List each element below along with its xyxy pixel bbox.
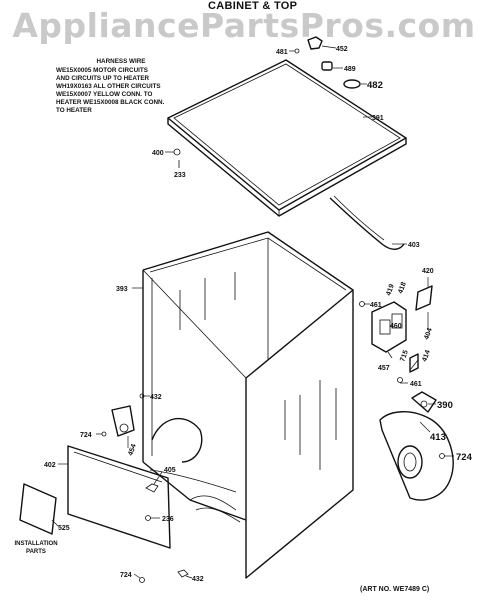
leader-lines — [51, 45, 454, 579]
callout-419: 419 — [385, 283, 396, 296]
callout-489: 489 — [344, 66, 356, 73]
door-switch — [111, 405, 135, 437]
callout-432-bottom: 432 — [192, 576, 204, 583]
harness-line: WE15X0005 MOTOR CIRCUITS — [56, 67, 148, 74]
callout-400: 400 — [152, 150, 164, 157]
brackets — [359, 285, 433, 383]
callout-460: 460 — [390, 323, 402, 330]
callout-420: 420 — [422, 268, 434, 275]
callout-525: 525 — [58, 525, 70, 532]
callout-454: 454 — [127, 443, 138, 456]
harness-line: WE15X0007 YELLOW CONN. TO — [56, 91, 153, 98]
callout-715: 715 — [399, 349, 410, 362]
terminal-block — [371, 301, 407, 353]
cabinet — [142, 231, 354, 579]
watermark: AppliancePartsPros.com — [12, 6, 476, 45]
harness-wire-note: HARNESS WIRE WE15X0005 MOTOR CIRCUITS AN… — [56, 58, 206, 115]
callout-724-right: 724 — [456, 452, 473, 463]
callout-482: 482 — [367, 80, 383, 91]
top-hardware — [173, 36, 361, 168]
callout-414: 414 — [421, 349, 432, 362]
callout-724-bottom: 724 — [120, 572, 132, 579]
callout-393: 393 — [116, 286, 128, 293]
callout-413: 413 — [430, 432, 446, 443]
idler-pulley — [411, 391, 437, 413]
top-panel — [167, 59, 407, 217]
callout-432-upper: 432 — [150, 394, 162, 401]
callout-404: 404 — [423, 327, 434, 340]
callout-461-lower: 461 — [410, 381, 422, 388]
small-hardware — [101, 393, 189, 583]
callout-461-upper: 461 — [370, 302, 382, 309]
front-panel-rear — [379, 411, 454, 501]
diagram-title: CABINET & TOP — [208, 0, 298, 12]
callout-391: 391 — [372, 115, 384, 122]
side-trim-strip — [329, 195, 405, 250]
installation-kit-bag — [19, 483, 57, 535]
callout-390: 390 — [437, 400, 453, 411]
harness-line: AND CIRCUITS UP TO HEATER — [56, 75, 150, 82]
callout-724-left: 724 — [80, 432, 92, 439]
callout-233: 233 — [174, 172, 186, 179]
callout-236: 236 — [162, 516, 174, 523]
callout-405: 405 — [164, 467, 176, 474]
harness-line: TO HEATER — [56, 107, 92, 114]
callout-481: 481 — [276, 49, 288, 56]
callout-418: 418 — [397, 281, 408, 294]
toe-plate — [67, 445, 171, 549]
callout-402: 402 — [44, 462, 56, 469]
installation-parts-label: INSTALLATION PARTS — [14, 541, 58, 555]
callout-452: 452 — [336, 46, 348, 53]
harness-heading: HARNESS WIRE — [96, 58, 146, 65]
callout-403: 403 — [408, 242, 420, 249]
art-number: (ART NO. WE7489 C) — [360, 586, 430, 593]
harness-line: WH19X0163 ALL OTHER CIRCUITS — [56, 83, 161, 90]
harness-line: HEATER WE15X0008 BLACK CONN. — [56, 99, 165, 106]
callout-labels: 481 452 489 482 391 400 233 403 393 420 … — [44, 46, 473, 583]
callout-457: 457 — [378, 365, 390, 372]
